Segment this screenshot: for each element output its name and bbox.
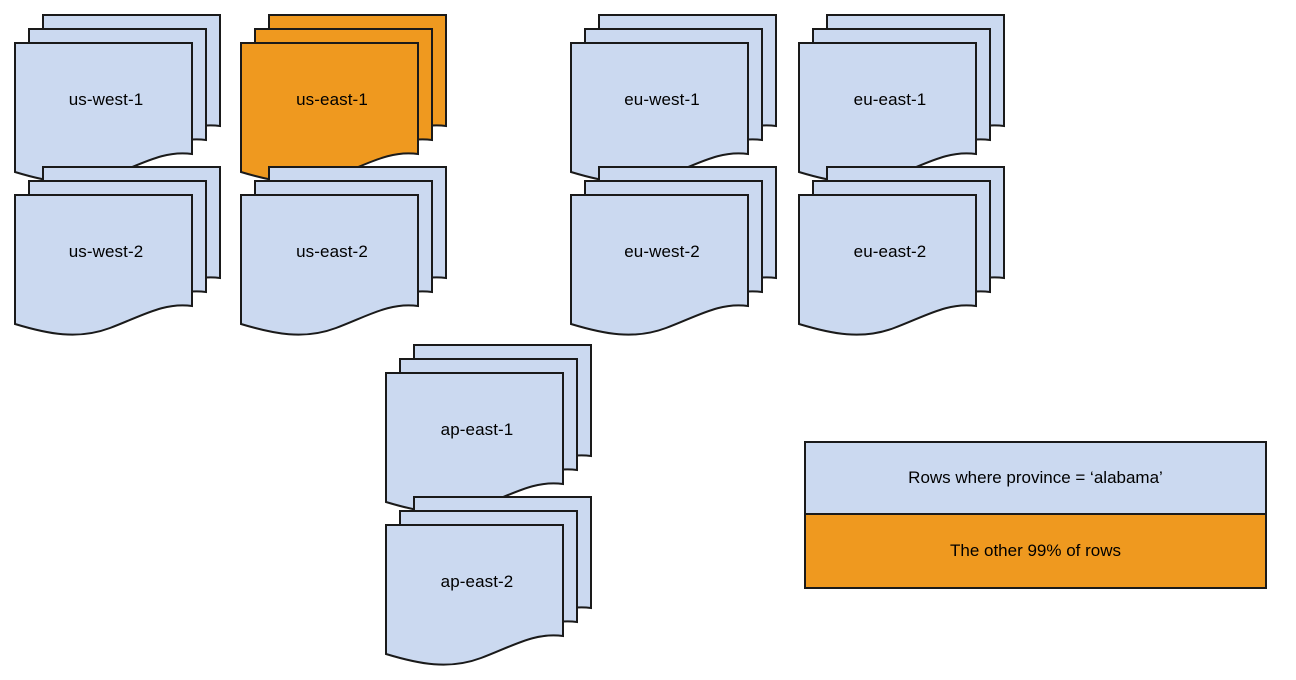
document-sheet-3 (385, 372, 564, 514)
document-stack-shape (240, 14, 447, 184)
region-stack-us-east-2[interactable]: us-east-2 (240, 166, 450, 336)
document-stack-shape (385, 344, 592, 514)
document-sheet-3 (14, 42, 193, 184)
region-stack-eu-west-1[interactable]: eu-west-1 (570, 14, 780, 184)
document-stack-shape (570, 166, 777, 336)
legend-label: The other 99% of rows (949, 541, 1122, 560)
document-stack-shape (14, 14, 221, 184)
legend-row-orange: The other 99% of rows (806, 515, 1265, 587)
region-stack-eu-east-2[interactable]: eu-east-2 (798, 166, 1008, 336)
legend: Rows where province = ‘alabama’ The other… (804, 441, 1267, 589)
document-stack-shape (570, 14, 777, 184)
document-sheet-3 (798, 194, 977, 336)
document-sheet-3 (570, 194, 749, 336)
document-stack-shape (14, 166, 221, 336)
document-sheet-3 (240, 194, 419, 336)
document-sheet-3 (14, 194, 193, 336)
region-stack-eu-east-1[interactable]: eu-east-1 (798, 14, 1008, 184)
document-stack-shape (798, 166, 1005, 336)
document-sheet-3 (240, 42, 419, 184)
region-stack-us-east-1[interactable]: us-east-1 (240, 14, 450, 184)
region-stack-ap-east-1[interactable]: ap-east-1 (385, 344, 595, 514)
document-sheet-3 (798, 42, 977, 184)
region-stack-us-west-2[interactable]: us-west-2 (14, 166, 224, 336)
region-stack-us-west-1[interactable]: us-west-1 (14, 14, 224, 184)
region-stack-ap-east-2[interactable]: ap-east-2 (385, 496, 595, 666)
document-stack-shape (240, 166, 447, 336)
document-stack-shape (385, 496, 592, 666)
legend-row-blue: Rows where province = ‘alabama’ (806, 443, 1265, 515)
legend-label: Rows where province = ‘alabama’ (908, 468, 1163, 487)
document-sheet-3 (570, 42, 749, 184)
document-sheet-3 (385, 524, 564, 666)
region-stack-eu-west-2[interactable]: eu-west-2 (570, 166, 780, 336)
document-stack-shape (798, 14, 1005, 184)
